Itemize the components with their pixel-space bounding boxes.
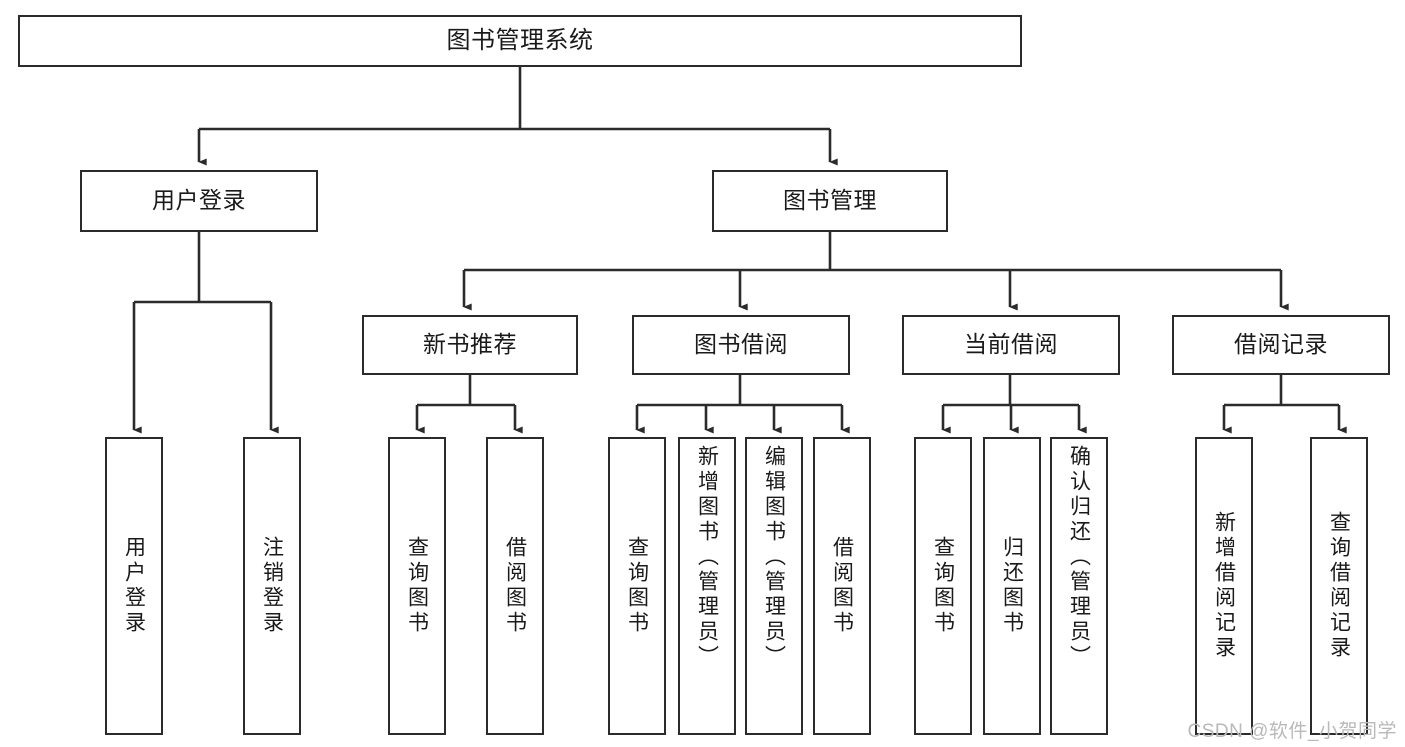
node-borrow-record[interactable]: 借阅记录 bbox=[1172, 315, 1390, 375]
leaf-return-book[interactable]: 归还图书 bbox=[983, 437, 1041, 735]
leaf-confirm-return[interactable]: 确认归还（管理员） bbox=[1050, 437, 1108, 735]
leaf-logout[interactable]: 注销登录 bbox=[243, 437, 301, 735]
node-label: 注销登录 bbox=[260, 536, 284, 636]
node-label: 归还图书 bbox=[1000, 536, 1024, 636]
node-label: 借阅图书 bbox=[830, 536, 854, 636]
node-label: 当前借阅 bbox=[964, 331, 1058, 358]
leaf-query-book-1[interactable]: 查询图书 bbox=[388, 437, 446, 735]
leaf-query-borrow-record[interactable]: 查询借阅记录 bbox=[1310, 437, 1368, 735]
leaf-edit-book[interactable]: 编辑图书（管理员） bbox=[745, 437, 803, 735]
node-label: 新增借阅记录 bbox=[1212, 511, 1236, 661]
node-label: 查询图书 bbox=[405, 536, 429, 636]
node-label: 用户登录 bbox=[122, 536, 146, 636]
node-label: 图书借阅 bbox=[694, 331, 788, 358]
node-label: 编辑图书（管理员） bbox=[762, 445, 786, 670]
node-label: 查询图书 bbox=[931, 536, 955, 636]
node-new-book-recommendation[interactable]: 新书推荐 bbox=[362, 315, 578, 375]
node-label: 图书管理 bbox=[783, 187, 877, 214]
leaf-query-book-3[interactable]: 查询图书 bbox=[914, 437, 972, 735]
node-current-borrow[interactable]: 当前借阅 bbox=[902, 315, 1120, 375]
node-book-borrow[interactable]: 图书借阅 bbox=[632, 315, 850, 375]
node-label: 确认归还（管理员） bbox=[1067, 445, 1091, 670]
leaf-query-book-2[interactable]: 查询图书 bbox=[608, 437, 666, 735]
node-root-book-management-system[interactable]: 图书管理系统 bbox=[18, 15, 1022, 67]
leaf-user-login[interactable]: 用户登录 bbox=[105, 437, 163, 735]
node-label: 新书推荐 bbox=[423, 331, 517, 358]
node-label: 借阅记录 bbox=[1234, 331, 1328, 358]
node-label: 查询借阅记录 bbox=[1327, 511, 1351, 661]
node-label: 借阅图书 bbox=[503, 536, 527, 636]
leaf-add-borrow-record[interactable]: 新增借阅记录 bbox=[1195, 437, 1253, 735]
leaf-add-book[interactable]: 新增图书（管理员） bbox=[678, 437, 736, 735]
node-book-manage[interactable]: 图书管理 bbox=[712, 170, 948, 232]
node-label: 查询图书 bbox=[625, 536, 649, 636]
leaf-borrow-book-2[interactable]: 借阅图书 bbox=[813, 437, 871, 735]
node-label: 新增图书（管理员） bbox=[695, 445, 719, 670]
node-label: 用户登录 bbox=[152, 187, 246, 214]
node-user-login[interactable]: 用户登录 bbox=[80, 170, 318, 232]
node-label: 图书管理系统 bbox=[446, 26, 594, 54]
leaf-borrow-book-1[interactable]: 借阅图书 bbox=[486, 437, 544, 735]
